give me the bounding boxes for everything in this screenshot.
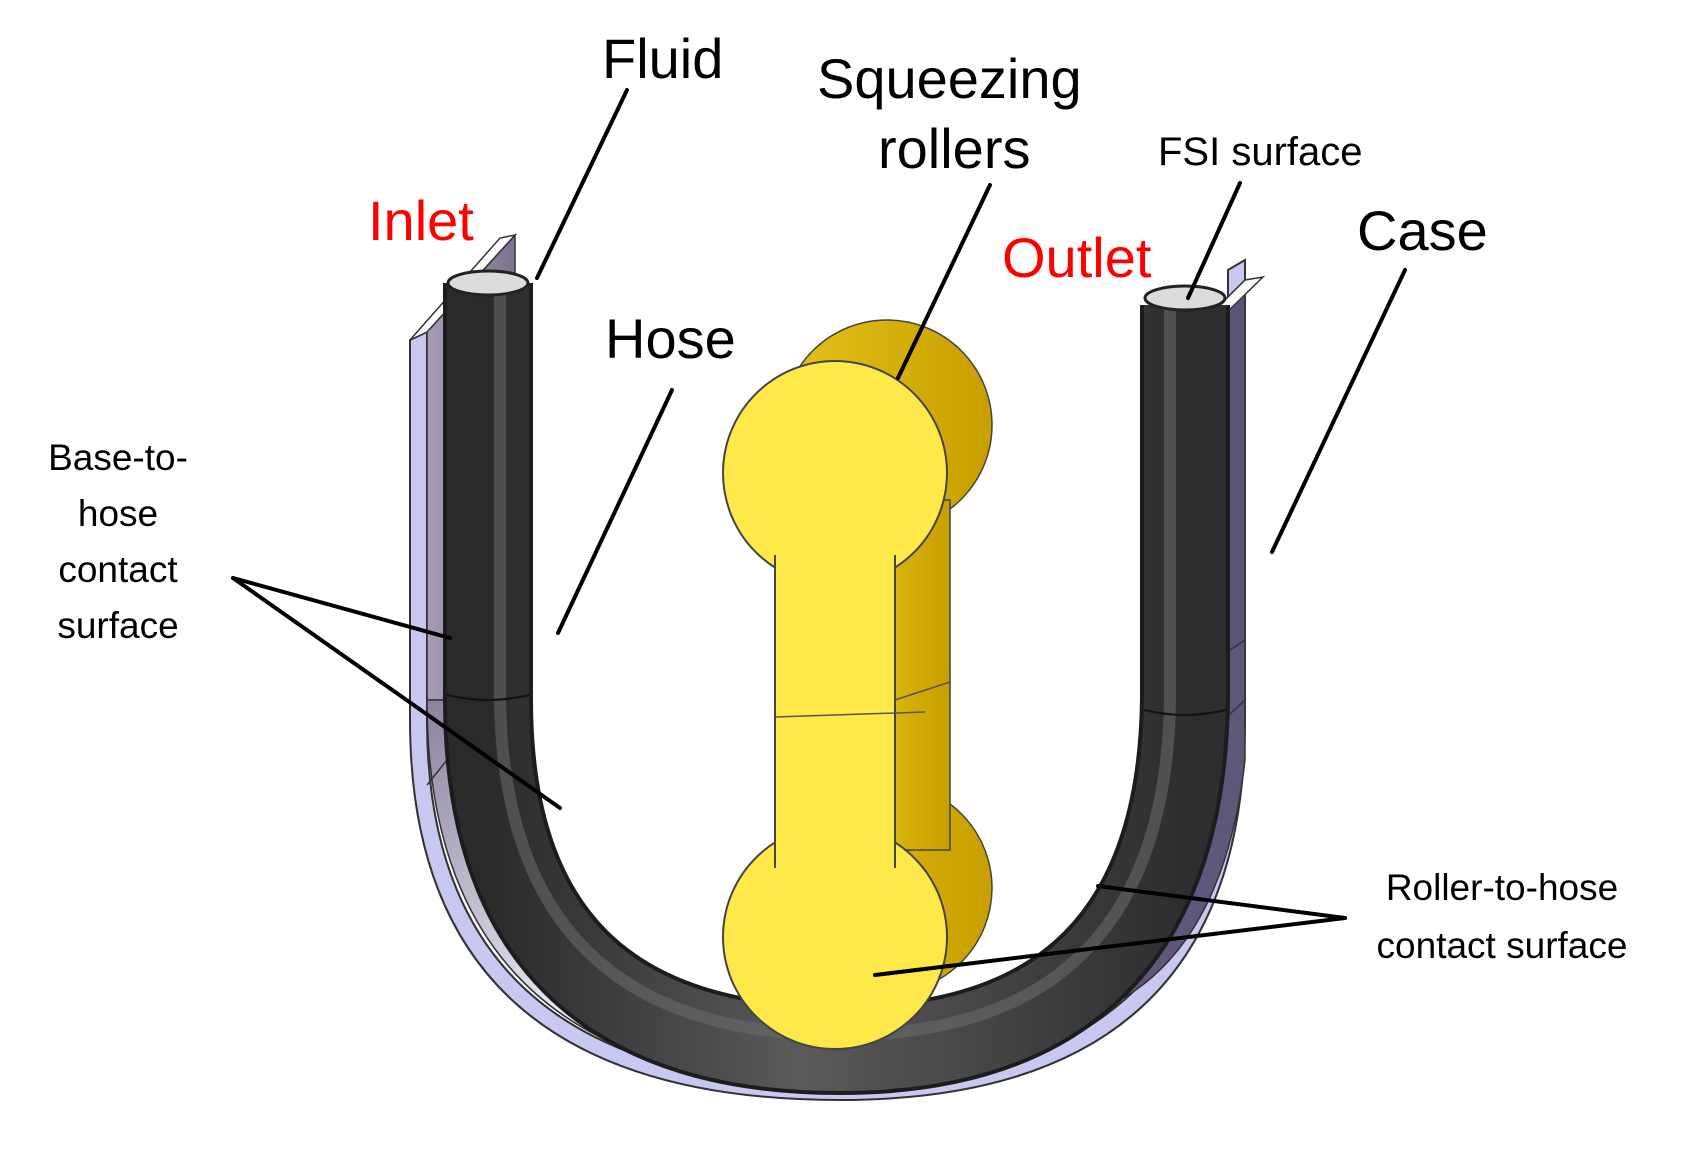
inlet-opening	[446, 269, 530, 297]
roller-leader-1	[1096, 884, 1347, 920]
case-leader	[1270, 268, 1407, 554]
squeezing-rollers	[722, 319, 993, 1050]
label-base-contact-line4: surface	[57, 605, 178, 646]
label-hose: Hose	[605, 307, 736, 370]
label-base-contact-line2: hose	[78, 493, 158, 534]
label-base-contact-line1: Base-to-	[48, 437, 188, 478]
hose-body	[443, 269, 1230, 1096]
label-inlet: Inlet	[368, 189, 474, 252]
roller-leader-2	[873, 916, 1347, 977]
label-outlet: Outlet	[1002, 226, 1152, 289]
hose-leader	[556, 388, 674, 635]
base-leader-2	[231, 576, 562, 810]
label-fsi-surface: FSI surface	[1158, 130, 1363, 174]
fluid-leader	[535, 88, 629, 280]
label-base-contact-line3: contact	[58, 549, 178, 590]
labels: Fluid Squeezing rollers FSI surface Inle…	[48, 27, 1627, 966]
fsi-leader	[1186, 181, 1242, 300]
base-leader-1	[231, 576, 452, 640]
label-roller-contact-line1: Roller-to-hose	[1386, 867, 1618, 908]
label-roller-contact-line2: contact surface	[1377, 925, 1628, 966]
label-case: Case	[1357, 199, 1488, 262]
label-fluid: Fluid	[602, 27, 723, 90]
rollers-leader	[896, 183, 992, 380]
label-squeezing-rollers-line1: Squeezing	[817, 47, 1082, 110]
leader-lines	[231, 88, 1407, 977]
outlet-opening	[1143, 284, 1227, 312]
label-squeezing-rollers-line2: rollers	[878, 117, 1030, 180]
